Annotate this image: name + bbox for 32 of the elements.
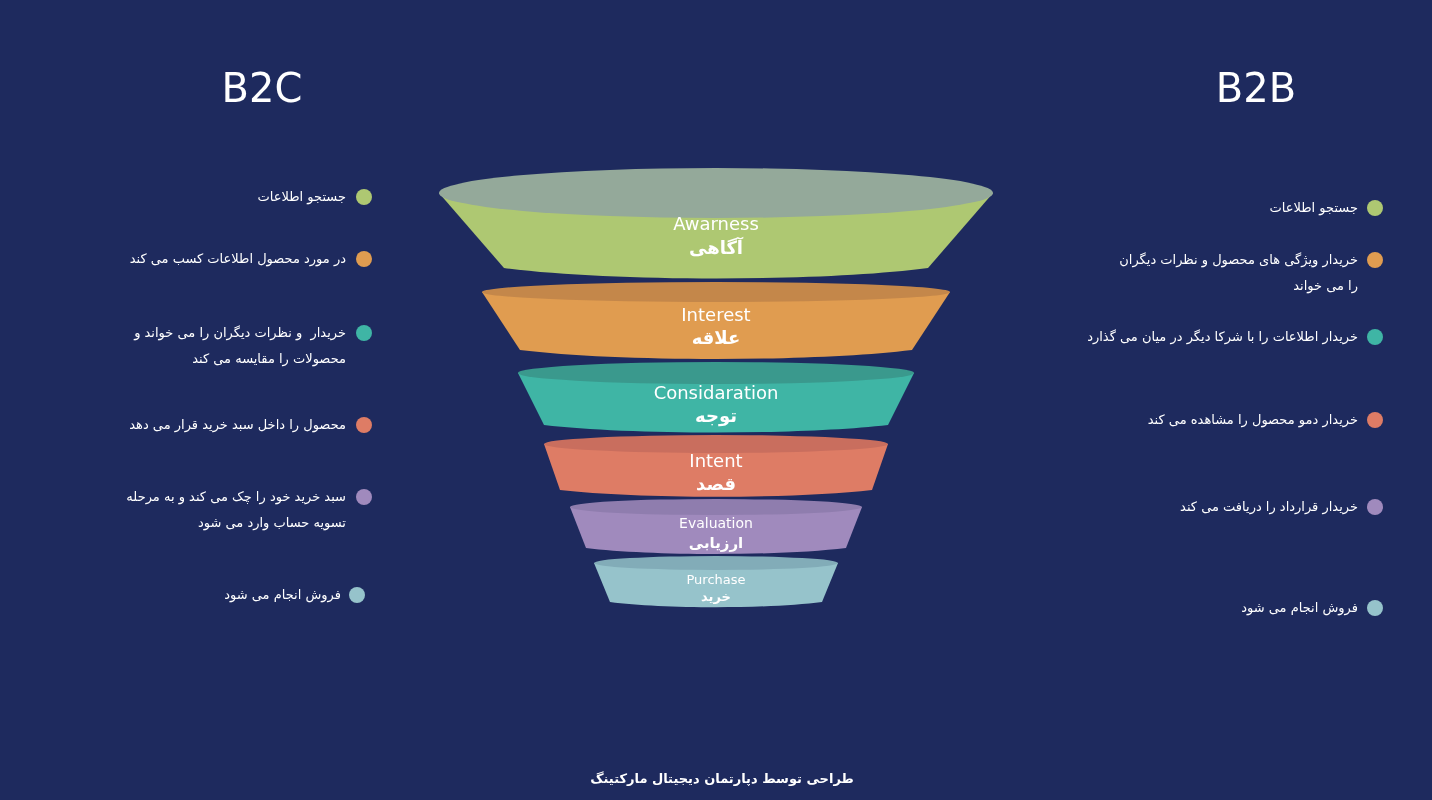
bullet-text: در مورد محصول اطلاعات کسب می کند bbox=[129, 250, 346, 269]
stage-name-persian: توجه bbox=[694, 405, 738, 427]
bullet-text: جستجو اطلاعات bbox=[257, 188, 346, 207]
funnel-band bbox=[594, 556, 838, 609]
stage-name-persian: خرید bbox=[700, 588, 732, 605]
stage-name-persian: قصد bbox=[695, 473, 737, 495]
stage-name: Awarness bbox=[672, 213, 760, 235]
stage-name: Considaration bbox=[652, 381, 780, 404]
stage-name: Purchase bbox=[685, 571, 747, 588]
stage-name-persian: علاقه bbox=[690, 327, 742, 349]
funnel-band bbox=[570, 499, 862, 556]
bullet-text: سبد خرید خود را چک می کند و به مرحله تسویه حساب وارد می شود bbox=[125, 488, 346, 533]
stage-name: Interest bbox=[680, 303, 752, 326]
bullet-text: خریدار دمو محصول را مشاهده می کند bbox=[1147, 411, 1358, 430]
stage-name-persian: آگاهی bbox=[687, 236, 745, 259]
bullet-text: محصول را داخل سبد خرید قرار می دهد bbox=[129, 416, 346, 435]
bullet-text: خریدار قرارداد را دریافت می کند bbox=[1180, 498, 1358, 517]
funnel-band bbox=[482, 282, 950, 362]
funnel-band bbox=[518, 362, 914, 435]
footer-text: طراحی توسط دپارتمان دیجیتال مارکتینگ bbox=[590, 770, 854, 786]
column-heading: B2C bbox=[221, 65, 303, 111]
funnel-band bbox=[544, 435, 888, 499]
stage-name-persian: ارزیابی bbox=[687, 533, 745, 552]
column-heading: B2B bbox=[1215, 65, 1297, 111]
stage-name: Evaluation bbox=[678, 515, 754, 533]
bullet-text: جستجو اطلاعات bbox=[1269, 199, 1358, 218]
bullet-text: خریدار ویژگی های محصول و نظرات دیگران را می خواند bbox=[1118, 251, 1358, 296]
bullet-text: خریدار اطلاعات را با شرکا دیگر در میان می گذارد bbox=[1087, 328, 1358, 347]
bullet-text: خریدار و نظرات دیگران را می خواند و محصولات را مقایسه می کند bbox=[132, 324, 346, 369]
bullet-text: فروش انجام می شود bbox=[224, 586, 341, 605]
bullet-text: فروش انجام می شود bbox=[1241, 599, 1358, 618]
stage-name: Intent bbox=[688, 449, 744, 472]
